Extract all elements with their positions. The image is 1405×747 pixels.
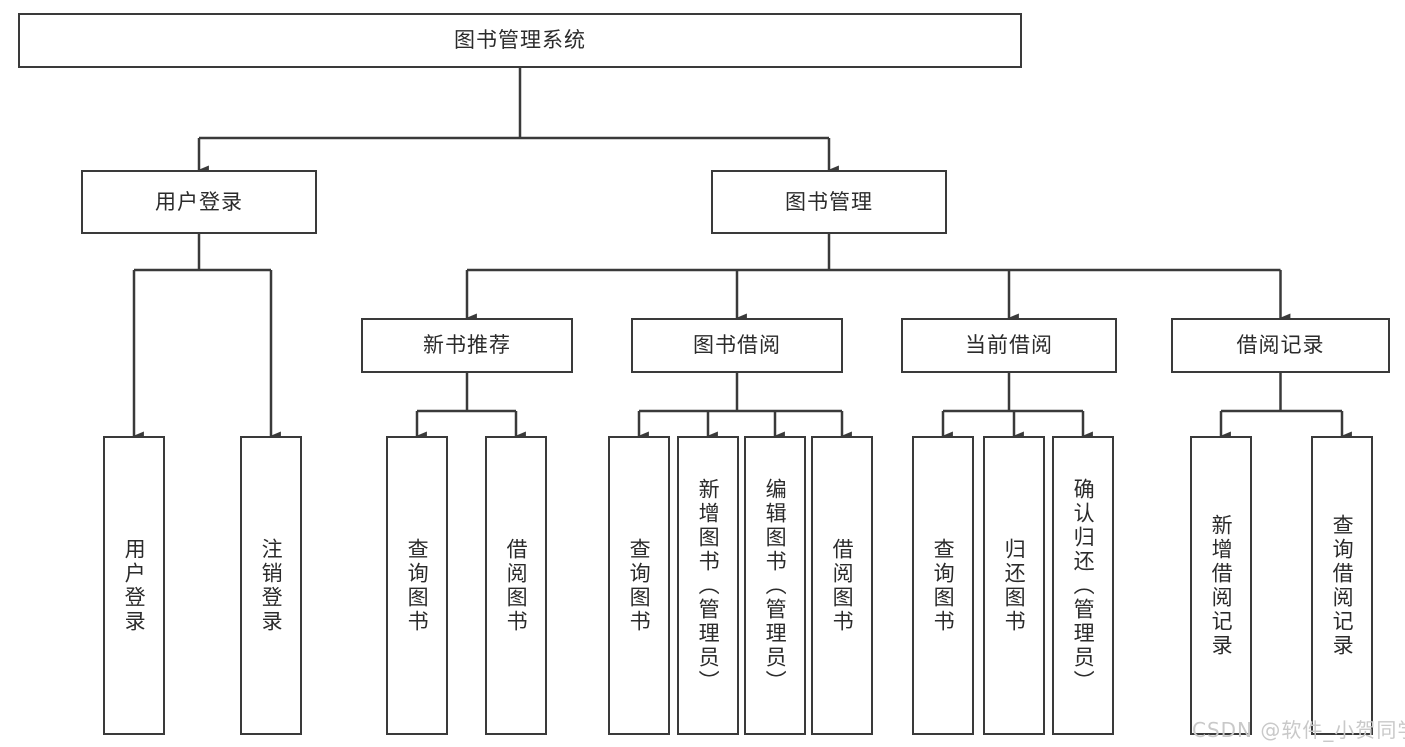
node-leaf-10[interactable]: 归还图书 <box>983 436 1045 735</box>
node-label: 图书管理 <box>785 189 873 214</box>
node-leaf-06[interactable]: 新增图书（管理员） <box>677 436 739 735</box>
node-label: 图书管理系统 <box>454 28 586 53</box>
node-label: 查询图书 <box>627 537 652 634</box>
node-login[interactable]: 用户登录 <box>81 170 317 234</box>
node-label: 借阅图书 <box>830 537 855 634</box>
node-label: 编辑图书（管理员） <box>763 477 788 694</box>
node-current[interactable]: 当前借阅 <box>901 318 1117 373</box>
node-label: 新书推荐 <box>423 333 511 358</box>
node-label: 用户登录 <box>122 537 147 634</box>
csdn-watermark: CSDN @软件_小贺同学 <box>1192 718 1405 742</box>
node-bookmgmt[interactable]: 图书管理 <box>711 170 947 234</box>
node-leaf-07[interactable]: 编辑图书（管理员） <box>744 436 806 735</box>
node-label: 用户登录 <box>155 189 243 214</box>
node-leaf-09[interactable]: 查询图书 <box>912 436 974 735</box>
node-label: 借阅图书 <box>504 537 529 634</box>
node-label: 借阅记录 <box>1236 333 1325 358</box>
node-leaf-13[interactable]: 查询借阅记录 <box>1311 436 1373 735</box>
node-leaf-08[interactable]: 借阅图书 <box>811 436 873 735</box>
node-borrow[interactable]: 图书借阅 <box>631 318 843 373</box>
node-label: 查询借阅记录 <box>1330 513 1355 658</box>
node-leaf-04[interactable]: 借阅图书 <box>485 436 547 735</box>
node-label: 确认归还（管理员） <box>1071 477 1096 694</box>
node-label: 注销登录 <box>259 537 284 634</box>
node-leaf-02[interactable]: 注销登录 <box>240 436 302 735</box>
node-leaf-05[interactable]: 查询图书 <box>608 436 670 735</box>
node-leaf-12[interactable]: 新增借阅记录 <box>1190 436 1252 735</box>
node-label: 当前借阅 <box>965 333 1053 358</box>
node-leaf-03[interactable]: 查询图书 <box>386 436 448 735</box>
node-label: 查询图书 <box>405 537 430 634</box>
node-newbook[interactable]: 新书推荐 <box>361 318 573 373</box>
node-records[interactable]: 借阅记录 <box>1171 318 1390 373</box>
node-leaf-01[interactable]: 用户登录 <box>103 436 165 735</box>
node-leaf-11[interactable]: 确认归还（管理员） <box>1052 436 1114 735</box>
node-label: 新增借阅记录 <box>1209 513 1234 658</box>
node-label: 新增图书（管理员） <box>696 477 721 694</box>
node-label: 归还图书 <box>1002 537 1027 634</box>
node-label: 图书借阅 <box>693 333 781 358</box>
node-root[interactable]: 图书管理系统 <box>18 13 1022 68</box>
node-label: 查询图书 <box>931 537 956 634</box>
